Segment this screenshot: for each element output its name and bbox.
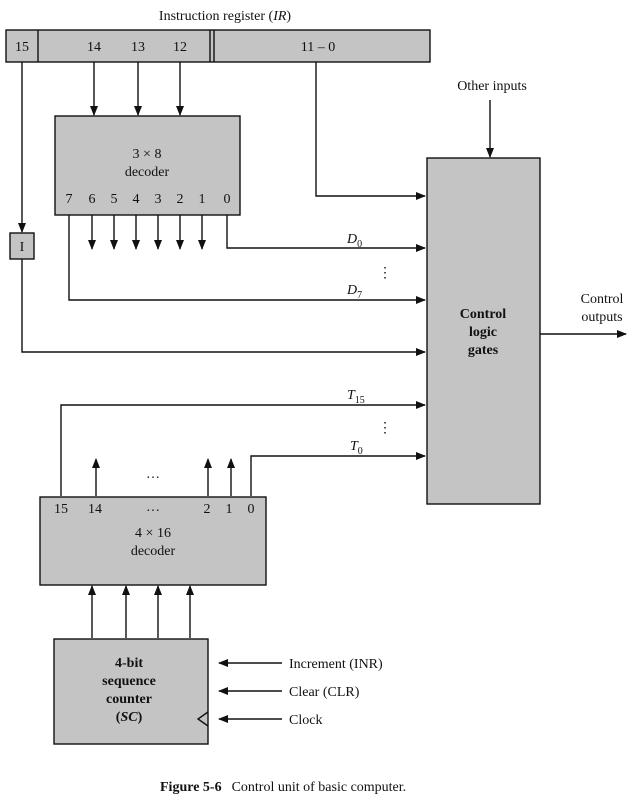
vdots-t: ⋮ bbox=[378, 421, 392, 436]
dec38-out-5: 5 bbox=[111, 192, 118, 207]
sequence-counter bbox=[53, 638, 209, 745]
instruction-register bbox=[5, 29, 431, 63]
label-t15: T15 bbox=[347, 388, 365, 406]
decoder-3x8-size: 3 × 8 bbox=[133, 147, 162, 162]
control-outputs-line2: outputs bbox=[581, 310, 622, 325]
ir-bit-13: 13 bbox=[131, 40, 145, 55]
decoder-3x8-outputs: 7 6 5 4 3 2 1 0 bbox=[66, 192, 231, 207]
dec38-out-0: 0 bbox=[224, 192, 231, 207]
dec416-dots: … bbox=[146, 500, 160, 515]
sc-line1: 4-bit bbox=[115, 656, 143, 671]
ir-title: Instruction register (IR) bbox=[159, 9, 292, 24]
wire-d0 bbox=[226, 215, 426, 252]
dec416-out-1: 1 bbox=[226, 502, 233, 517]
dec416-dots-above: … bbox=[146, 467, 160, 482]
dec416-out-14: 14 bbox=[88, 502, 102, 517]
label-d0: D0 bbox=[346, 232, 362, 250]
dec38-out-7: 7 bbox=[66, 192, 73, 207]
vdots-d: ⋮ bbox=[378, 266, 392, 281]
control-gates-line3: gates bbox=[468, 343, 499, 358]
wire-ir11-0-control bbox=[315, 62, 426, 200]
increment-label: Increment (INR) bbox=[289, 657, 383, 672]
decoder-3x8-label: decoder bbox=[125, 165, 170, 180]
dec38-out-6: 6 bbox=[89, 192, 96, 207]
control-logic-gates bbox=[426, 157, 541, 505]
clock-edge-symbol bbox=[196, 711, 209, 727]
wire-i-control bbox=[21, 259, 426, 356]
ir-bit-15: 15 bbox=[15, 40, 29, 55]
clear-label: Clear (CLR) bbox=[289, 685, 360, 700]
dec38-out-2: 2 bbox=[177, 192, 184, 207]
wire-d7 bbox=[68, 215, 426, 304]
sc-line3: counter bbox=[106, 692, 152, 707]
wire-t15 bbox=[60, 401, 426, 496]
decoder-4x16-label: decoder bbox=[131, 544, 176, 559]
clock-label: Clock bbox=[289, 713, 322, 728]
dec38-out-1: 1 bbox=[199, 192, 206, 207]
dec416-out-0: 0 bbox=[248, 502, 255, 517]
other-inputs-label: Other inputs bbox=[457, 79, 527, 94]
decoder-4x16-size: 4 × 16 bbox=[135, 526, 171, 541]
decoder-3x8 bbox=[54, 115, 241, 216]
sc-line4: (SC) bbox=[116, 710, 143, 725]
control-gates-line1: Control bbox=[460, 307, 507, 322]
ir-bits-11-0: 11 – 0 bbox=[301, 40, 335, 55]
label-d7: D7 bbox=[346, 283, 362, 301]
label-t0: T0 bbox=[350, 439, 363, 457]
wire-t0 bbox=[250, 452, 426, 496]
i-flipflop-label: I bbox=[20, 240, 25, 255]
control-outputs-line1: Control bbox=[581, 292, 624, 307]
control-gates-line2: logic bbox=[469, 325, 497, 340]
decoder-4x16 bbox=[39, 496, 267, 586]
dec416-out-2: 2 bbox=[204, 502, 211, 517]
sc-line2: sequence bbox=[102, 674, 156, 689]
dec38-out-4: 4 bbox=[133, 192, 140, 207]
ir-bit-14: 14 bbox=[87, 40, 101, 55]
dec416-out-15: 15 bbox=[54, 502, 68, 517]
ir-bit-12: 12 bbox=[173, 40, 187, 55]
dec38-out-3: 3 bbox=[155, 192, 162, 207]
